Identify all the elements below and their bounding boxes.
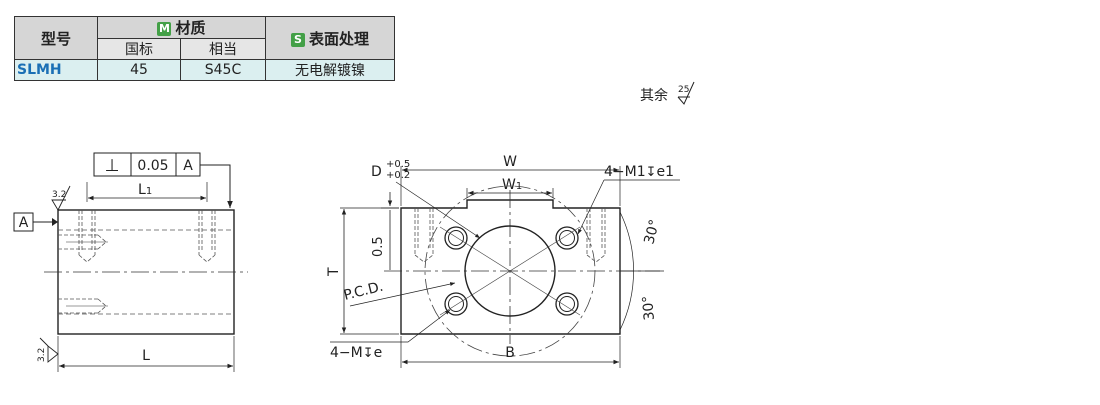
angle-bottom-label: 30° bbox=[640, 295, 658, 321]
bore-circle bbox=[464, 225, 556, 317]
dim-B-label: B bbox=[505, 345, 515, 361]
subheader-equivalent: 相当 bbox=[180, 38, 266, 60]
tapped-hole-hidden bbox=[586, 208, 606, 263]
dim-T-label: T bbox=[326, 267, 342, 277]
roughness-symbol-icon bbox=[677, 81, 695, 105]
side-view: ⊥ 0.05 A A L1 3.2 3.2 L bbox=[13, 152, 248, 372]
dim-D-label: D bbox=[371, 164, 382, 180]
header-material-label: 材质 bbox=[175, 19, 206, 37]
tapped-hole-horizontal bbox=[58, 234, 107, 250]
dim-D-tol-upper: +0.5 bbox=[386, 159, 410, 170]
leader-4-M1 bbox=[578, 179, 680, 234]
leader-D bbox=[395, 181, 481, 239]
angle-top-label: 30° bbox=[641, 218, 663, 246]
dim-L1-label: L1 bbox=[138, 182, 152, 198]
tapped-hole-hidden bbox=[414, 208, 434, 263]
roughness-note-value: 25 bbox=[678, 85, 689, 95]
cell-model: SLMH bbox=[14, 59, 98, 81]
hole-callout-bottom: 4−M↧e bbox=[330, 345, 382, 361]
dim-D-tol-lower: +0.2 bbox=[386, 170, 410, 181]
roughness-note-text: 其余 bbox=[640, 87, 668, 104]
tapped-hole-horizontal bbox=[58, 298, 107, 314]
front-view-body bbox=[400, 199, 621, 335]
tolerance-value: 0.05 bbox=[137, 158, 168, 174]
cell-equivalent: S45C bbox=[180, 59, 266, 81]
material-badge: M bbox=[157, 22, 172, 36]
tapped-hole-vertical bbox=[198, 210, 216, 263]
dim-L-label: L bbox=[142, 348, 150, 364]
hole-callout-top: 4−M1↧e1 bbox=[604, 164, 674, 180]
mounting-hole bbox=[555, 292, 579, 316]
front-view: W W1 D +0.5 +0.2 4−M1↧e1 0.5 T P.C.D. 30… bbox=[326, 154, 680, 368]
table-row: SLMH 45 S45C 无电解镀镍 bbox=[14, 59, 395, 81]
header-model: 型号 bbox=[14, 16, 98, 60]
datum-box: A bbox=[13, 212, 58, 232]
roughness-top-value: 3.2 bbox=[52, 190, 66, 200]
roughness-symbol-icon: 3.2 bbox=[51, 185, 71, 211]
pcd-circle bbox=[424, 185, 596, 357]
leader-pcd bbox=[349, 282, 456, 307]
cell-national: 45 bbox=[97, 59, 181, 81]
dim-W1-label: W1 bbox=[502, 177, 522, 193]
datum-box-label: A bbox=[19, 215, 29, 231]
tolerance-frame: ⊥ 0.05 A bbox=[93, 152, 233, 208]
roughness-note: 其余 25 bbox=[640, 81, 695, 105]
perpendicularity-icon: ⊥ bbox=[105, 156, 120, 176]
treatment-badge: S bbox=[290, 32, 305, 47]
roughness-symbol-icon: 3.2 bbox=[37, 337, 59, 363]
dim-W-label: W bbox=[503, 154, 517, 170]
roughness-bottom-value: 3.2 bbox=[37, 348, 47, 362]
radial-line bbox=[439, 226, 581, 316]
mounting-hole bbox=[444, 226, 468, 250]
tapped-hole-vertical bbox=[78, 210, 96, 263]
leader-4-M bbox=[330, 309, 451, 343]
header-treatment-label: 表面处理 bbox=[308, 29, 369, 48]
mounting-hole bbox=[444, 292, 468, 316]
subheader-national: 国标 bbox=[97, 38, 181, 60]
dim-0.5-label: 0.5 bbox=[371, 236, 386, 257]
cell-treatment: 无电解镀镍 bbox=[265, 59, 395, 81]
tolerance-datum: A bbox=[183, 158, 193, 174]
